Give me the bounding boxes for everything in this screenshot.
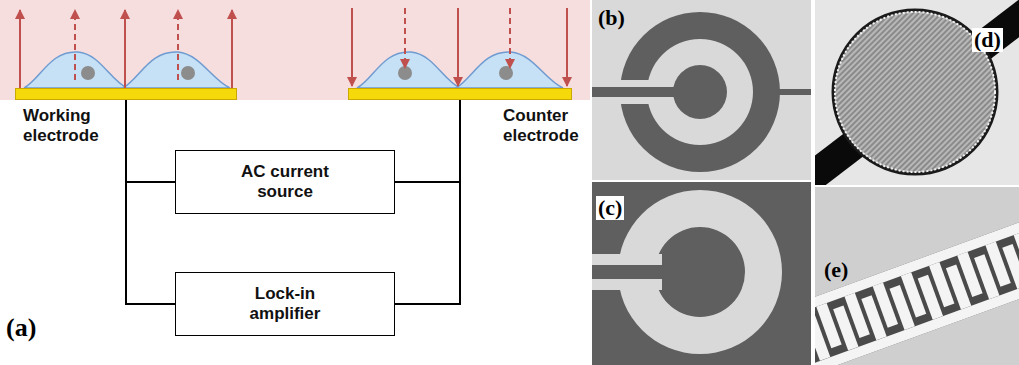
electrode: Counter electrode (348, 88, 572, 100)
medium-band (0, 0, 590, 100)
electrode-photo-e (815, 187, 1019, 365)
instrument-box: Lock-in amplifier (175, 272, 395, 336)
electrode-photo-d (815, 0, 1019, 185)
electrode-layout-b (592, 0, 811, 180)
panel-label: (c) (596, 196, 624, 220)
electrode: Working electrode (15, 88, 237, 100)
panel-label: (d) (972, 28, 1003, 52)
wire (395, 100, 460, 304)
cells (24, 52, 563, 88)
box-label: AC current source (225, 162, 345, 202)
panel-label: (a) (4, 316, 38, 340)
panel-label: (b) (596, 6, 627, 30)
electrode-label: Counter electrode (503, 106, 591, 146)
box-label: Lock-in amplifier (225, 284, 345, 324)
wire (126, 100, 175, 182)
wire (395, 100, 460, 182)
electrode-label: Working electrode (23, 106, 121, 146)
instrument-box: AC current source (175, 150, 395, 214)
wire (126, 100, 175, 304)
electrode-layout-c (592, 182, 811, 365)
panel-label: (e) (822, 258, 850, 282)
current-arrows (20, 8, 567, 88)
